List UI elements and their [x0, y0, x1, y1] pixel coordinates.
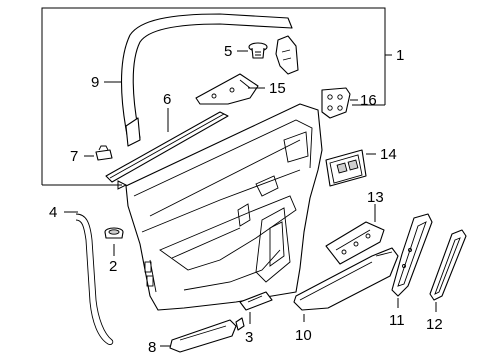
- pull-handle-trim: [391, 213, 433, 297]
- callout-11: 11: [389, 312, 405, 329]
- switch-bezel: [325, 149, 367, 187]
- trim-pad: [239, 291, 273, 311]
- callout-14: 14: [380, 146, 397, 163]
- switch-panel-bracket: [325, 221, 385, 265]
- belt-weatherstrip: [105, 111, 229, 183]
- window-frame-trim: [121, 13, 299, 147]
- callout-6: 6: [163, 91, 171, 108]
- push-clip: [248, 42, 268, 59]
- callout-7: 7: [70, 148, 78, 165]
- decor-insert-strip: [429, 229, 467, 301]
- hinge-bracket: [321, 87, 351, 119]
- door-seal-strip: [75, 213, 114, 345]
- callout-8: 8: [148, 339, 156, 356]
- door-trim-panel: [125, 103, 323, 311]
- callout-2: 2: [109, 258, 117, 275]
- callout-4: 4: [49, 204, 57, 221]
- callout-5: 5: [224, 43, 232, 60]
- map-pocket-trim: [169, 317, 245, 353]
- trim-clip: [95, 145, 113, 161]
- callout-15: 15: [269, 80, 286, 97]
- assembly-bracket-1: [41, 7, 392, 190]
- callout-16: 16: [360, 92, 377, 109]
- mirror-bracket-plate: [195, 73, 259, 105]
- grommet-cap: [104, 227, 124, 239]
- callout-1: 1: [396, 47, 404, 64]
- callout-10: 10: [295, 327, 312, 344]
- callout-12: 12: [426, 316, 443, 333]
- callout-3: 3: [245, 329, 253, 346]
- armrest: [293, 247, 399, 311]
- callout-9: 9: [91, 74, 99, 91]
- callout-13: 13: [367, 189, 384, 206]
